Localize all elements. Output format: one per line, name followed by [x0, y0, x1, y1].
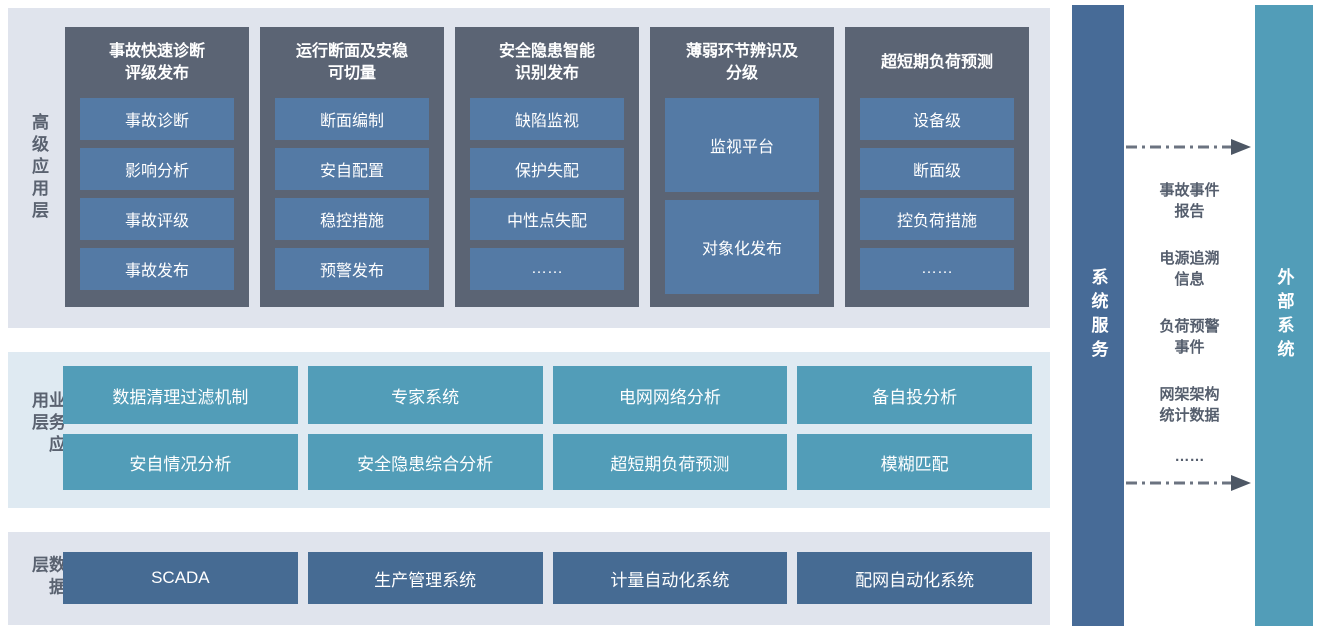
app-module-group: 薄弱环节辨识及分级监视平台对象化发布: [650, 27, 834, 307]
group-items: 事故诊断影响分析事故评级事故发布: [65, 98, 249, 290]
app-module-item: 稳控措施: [275, 198, 429, 240]
dashed-arrow-icon: [1126, 475, 1251, 491]
group-title-line: 安全隐患智能: [498, 42, 595, 60]
app-module-item: 控负荷措施: [860, 198, 1014, 240]
app-module-group: 运行断面及安稳可切量断面编制安自配置稳控措施预警发布: [260, 27, 444, 307]
group-title: 事故快速诊断评级发布: [65, 27, 249, 98]
exchange-item-label: 负荷预警事件: [1159, 318, 1220, 356]
app-module-item: 设备级: [860, 98, 1014, 140]
exchange-item-label: 事故事件报告: [1159, 182, 1220, 220]
data-source-system: SCADA: [63, 552, 298, 604]
group-items: 缺陷监视保护失配中性点失配 ……: [455, 98, 639, 290]
data-layer-label: 数据层: [29, 555, 65, 600]
app-module-item: 保护失配: [470, 148, 624, 190]
advanced-application-layer: 高级应用层 事故快速诊断评级发布事故诊断影响分析事故评级事故发布运行断面及安稳可…: [8, 8, 1050, 328]
business-application-layer: 业务应用层 数据清理过滤机制专家系统电网网络分析备自投分析安自情况分析安全隐患综…: [8, 352, 1050, 508]
business-module: 模糊匹配: [797, 434, 1032, 490]
group-title-line: 事故快速诊断: [108, 42, 205, 60]
app-module-item: 影响分析: [80, 148, 234, 190]
app-module-item: 缺陷监视: [470, 98, 624, 140]
app-module-item: 事故诊断: [80, 98, 234, 140]
group-title: 薄弱环节辨识及分级: [650, 27, 834, 98]
group-title-line: 运行断面及安稳: [295, 42, 408, 60]
app-module-item: 断面编制: [275, 98, 429, 140]
group-title-line: 超短期负荷预测: [880, 53, 993, 71]
app-module-item: 中性点失配: [470, 198, 624, 240]
business-layer-label: 业务应用层: [29, 391, 65, 457]
business-module: 安自情况分析: [63, 434, 298, 490]
dashed-arrow-icon: [1126, 139, 1251, 155]
exchange-item-label: 网架架构统计数据: [1159, 386, 1220, 424]
app-module-group: 事故快速诊断评级发布事故诊断影响分析事故评级事故发布: [65, 27, 249, 307]
business-module: 专家系统: [307, 366, 543, 424]
app-module-item: 安自配置: [275, 148, 429, 190]
exchange-item-label: 电源追溯信息: [1159, 250, 1220, 288]
advanced-layer-label: 高级应用层: [29, 113, 48, 223]
data-source-system: 计量自动化系统: [552, 552, 788, 604]
exchange-item-label: ……: [1174, 448, 1205, 465]
group-title: 超短期负荷预测: [845, 27, 1029, 98]
external-system-label: 外部系统: [1274, 267, 1294, 364]
app-module-item: 预警发布: [275, 248, 429, 290]
data-source-system: 生产管理系统: [307, 552, 543, 604]
app-module-item: ……: [860, 248, 1014, 290]
system-service-bar: 系统服务: [1072, 5, 1124, 626]
app-module-item: 事故发布: [80, 248, 234, 290]
business-module: 备自投分析: [797, 366, 1032, 424]
group-title-line: 可切量: [327, 64, 376, 82]
group-items: 监视平台对象化发布: [650, 98, 834, 294]
business-module: 安全隐患综合分析: [307, 434, 543, 490]
system-service-label: 系统服务: [1088, 267, 1108, 364]
app-module-item: 断面级: [860, 148, 1014, 190]
business-buttons-grid: 数据清理过滤机制专家系统电网网络分析备自投分析安自情况分析安全隐患综合分析超短期…: [63, 366, 1032, 490]
group-title: 安全隐患智能识别发布: [455, 27, 639, 98]
app-module-item: ……: [470, 248, 624, 290]
advanced-groups-container: 事故快速诊断评级发布事故诊断影响分析事故评级事故发布运行断面及安稳可切量断面编制…: [65, 27, 1029, 307]
group-title: 运行断面及安稳可切量: [260, 27, 444, 98]
group-title-line: 识别发布: [514, 64, 579, 82]
app-module-item: 监视平台: [665, 98, 819, 192]
data-source-system: 配网自动化系统: [797, 552, 1032, 604]
external-system-bar: 外部系统: [1255, 5, 1313, 626]
app-module-group: 超短期负荷预测设备级断面级控负荷措施 ……: [845, 27, 1029, 307]
app-module-item: 对象化发布: [665, 200, 819, 294]
app-module-group: 安全隐患智能识别发布缺陷监视保护失配中性点失配……: [455, 27, 639, 307]
group-title-line: 薄弱环节辨识及: [685, 42, 798, 60]
business-module: 数据清理过滤机制: [63, 366, 298, 424]
group-items: 断面编制安自配置稳控措施预警发布: [260, 98, 444, 290]
group-title-line: 分级: [725, 64, 758, 82]
app-module-item: 事故评级: [80, 198, 234, 240]
business-module: 电网网络分析: [552, 366, 788, 424]
business-module: 超短期负荷预测: [552, 434, 788, 490]
group-title-line: 评级发布: [124, 64, 189, 82]
exchange-items-stack: 事故事件报告电源追溯信息负荷预警事件网架架构统计数据 ……: [1124, 180, 1255, 467]
exchange-zone: 事故事件报告电源追溯信息负荷预警事件网架架构统计数据 ……: [1124, 5, 1255, 626]
group-items: 设备级断面级控负荷措施 ……: [845, 98, 1029, 290]
